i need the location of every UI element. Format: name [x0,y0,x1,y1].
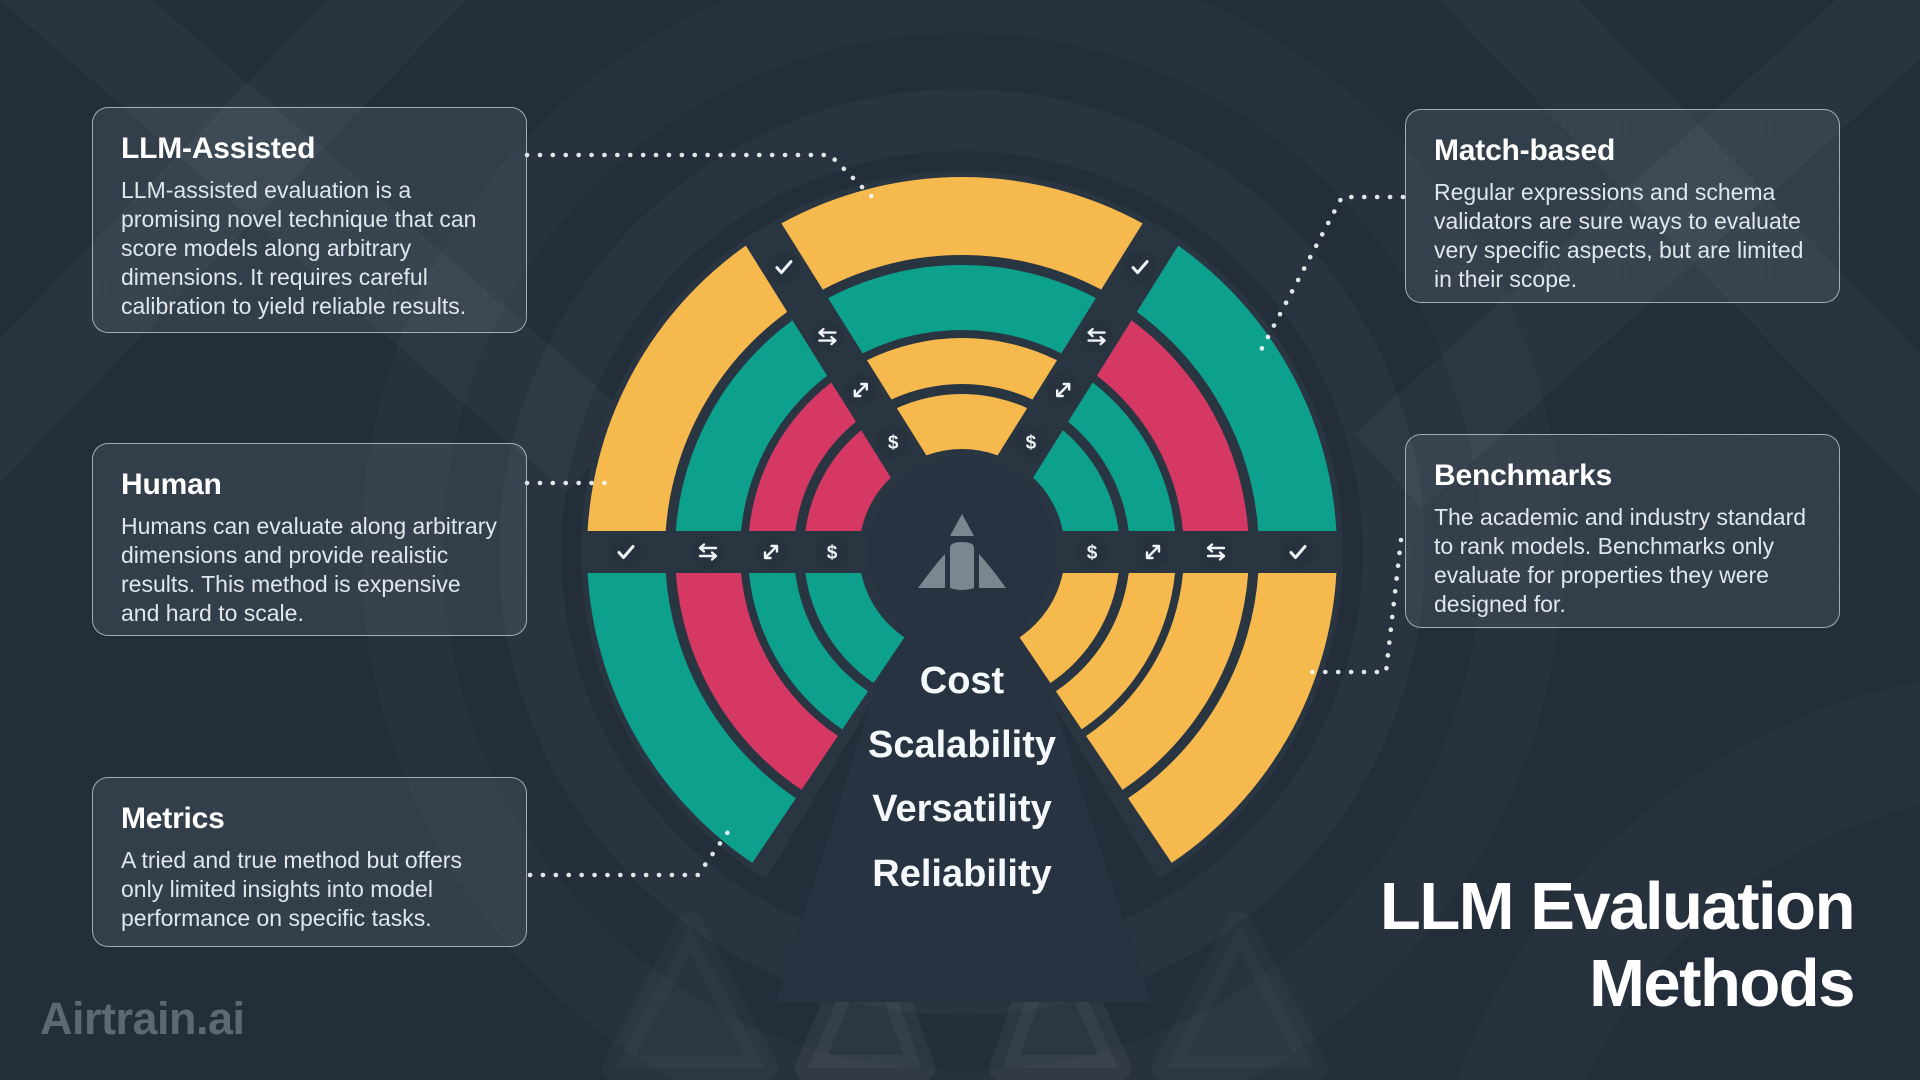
sector-match-based-ring-scalability [1068,382,1175,531]
callout-human: Human Humans can evaluate along arbitrar… [92,443,527,636]
sector-benchmarks-ring-scalability [1055,573,1175,730]
badge-circle [1123,250,1157,284]
label-keystone [776,612,1150,1002]
callout-match-based: Match-based Regular expressions and sche… [1405,109,1840,303]
expand-icon [763,544,779,560]
callout-benchmarks: Benchmarks The academic and industry sta… [1405,434,1840,628]
check-icon [775,260,793,275]
sector-match-based-ring-reliability [1136,245,1337,531]
expand-icon [1055,382,1071,398]
expand-icon [853,382,868,398]
dimension-label-reliability: Reliability [872,853,1052,895]
badge-swap-icon [810,320,844,354]
sector-human-ring-cost [805,430,891,531]
callout-title: Match-based [1434,134,1616,167]
badge-expand-icon [844,373,878,407]
sector-metrics-ring-reliability [587,573,796,863]
badge-circle [1075,535,1109,569]
airtrain-logo: Airtrain.ai [40,993,245,1044]
callout-title: LLM-Assisted [121,132,316,165]
badge-circle [609,535,643,569]
dollar-icon: $ [888,432,899,453]
callout-llm-assisted: LLM-Assisted LLM-assisted evaluation is … [92,107,527,333]
badge-dollar-icon: $ [815,535,849,569]
badge-circle [1014,425,1048,459]
swap-icon [1206,543,1226,561]
sector-human-ring-versatility [675,320,828,531]
badge-circle [1080,320,1114,354]
check-icon [617,545,635,559]
sector-llm-assisted-ring-reliability [781,177,1143,290]
sector-llm-assisted-ring-scalability [867,338,1057,400]
badge-swap-icon [1080,320,1114,354]
connector-metrics [527,826,733,878]
dollar-icon: $ [1087,543,1098,564]
sector-match-based-ring-cost [1033,430,1119,531]
dimension-label-scalability: Scalability [868,724,1056,766]
badge-swap-icon [691,535,725,569]
rocket-icon [918,514,1006,590]
dimension-label-cost: Cost [919,660,1005,702]
connector-llm-assisted [524,152,880,205]
badge-circle [767,250,801,284]
swap-icon [698,543,718,561]
sector-llm-assisted-ring-cost [896,394,1028,456]
badge-swap-icon [1199,535,1233,569]
page-title: LLM Evaluation Methods [1379,868,1856,1022]
callout-title: Metrics [121,802,225,835]
swap-icon [818,327,837,346]
sector-llm-assisted-ring-versatility [828,264,1096,354]
badge-circle [691,535,725,569]
badge-expand-icon [1046,373,1080,407]
badge-check-icon [1281,535,1315,569]
badge-expand-icon [754,535,788,569]
page-title-line2: Methods [1589,946,1855,1021]
expand-icon [1145,544,1161,560]
badge-circle [815,535,849,569]
sector-human-ring-scalability [749,382,856,531]
badge-circle [810,320,844,354]
badge-check-icon [609,535,643,569]
callout-body: The academic and industry standard to ra… [1434,504,1807,617]
callout-body: A tried and true method but offers only … [121,847,462,931]
swap-icon [1087,327,1106,346]
badge-circle [1199,535,1233,569]
badge-circle [1281,535,1315,569]
badge-dollar-icon: $ [1075,535,1109,569]
sector-benchmarks-ring-reliability [1128,573,1337,863]
sector-metrics-ring-cost [805,573,905,683]
page-title-line1: LLM Evaluation [1379,869,1856,944]
callout-title: Benchmarks [1434,459,1613,492]
sector-benchmarks-ring-cost [1019,573,1119,683]
callout-metrics: Metrics A tried and true method but offe… [92,777,527,947]
sector-metrics-ring-scalability [749,573,869,730]
dimension-label-versatility: Versatility [872,788,1052,830]
badge-dollar-icon: $ [876,425,910,459]
callout-body: LLM-assisted evaluation is a promising n… [121,177,477,319]
sector-match-based-ring-versatility [1096,320,1249,531]
dollar-icon: $ [827,543,838,564]
callout-title: Human [121,468,222,501]
dollar-icon: $ [1026,432,1037,453]
callout-body: Regular expressions and schema validator… [1434,179,1804,292]
sector-benchmarks-ring-versatility [1086,573,1249,790]
badge-dollar-icon: $ [1014,425,1048,459]
callout-body: Humans can evaluate along arbitrary dime… [121,513,497,626]
badge-expand-icon [1136,535,1170,569]
check-icon [1131,260,1149,275]
check-icon [1289,545,1307,559]
badge-check-icon [767,250,801,284]
sector-human-ring-reliability [587,245,788,531]
badge-circle [876,425,910,459]
sector-metrics-ring-versatility [675,573,838,790]
badge-check-icon [1123,250,1157,284]
